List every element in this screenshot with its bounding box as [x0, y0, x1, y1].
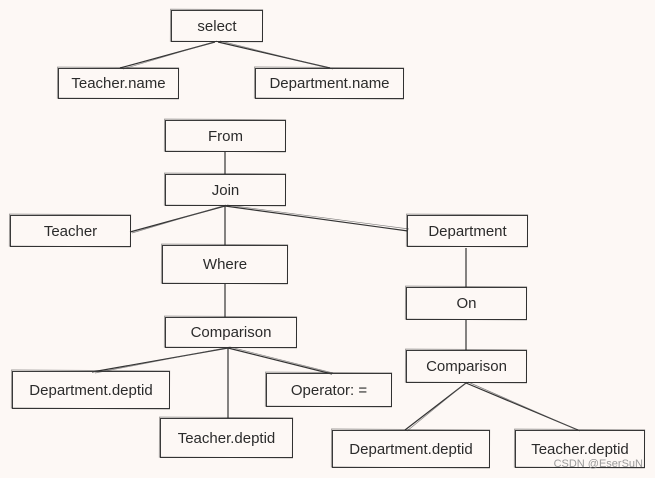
node-select: select [171, 10, 263, 42]
node-comparison-left: Comparison [165, 317, 297, 348]
node-from: From [165, 120, 286, 152]
node-comparison-right: Comparison [406, 350, 527, 383]
node-department-name: Department.name [255, 68, 404, 99]
node-dept-deptid-left: Department.deptid [12, 371, 170, 409]
edge-join-department-sketch [226, 204, 410, 230]
node-teacher-deptid-right: Teacher.deptid [515, 430, 645, 468]
node-teacher: Teacher [10, 215, 131, 247]
edge-select-department-name-sketch [219, 40, 334, 70]
node-department: Department [407, 215, 528, 247]
edge-comparison-operator [227, 347, 333, 375]
node-where: Where [162, 245, 288, 284]
node-teacher-name: Teacher.name [58, 68, 179, 99]
edge-comparison-right-dept-deptid-sketch [406, 381, 468, 432]
node-operator: Operator: = [266, 373, 392, 407]
edge-join-teacher-sketch [131, 204, 227, 234]
watermark: CSDN @EserSuN [553, 458, 643, 470]
node-dept-deptid-right: Department.deptid [332, 430, 490, 468]
node-teacher-deptid-left: Teacher.deptid [160, 418, 293, 458]
edge-comparison-right-teacher-deptid-sketch [467, 381, 581, 432]
node-join: Join [165, 174, 286, 206]
edge-select-teacher-name-sketch [122, 40, 218, 70]
edge-comparison-operator-sketch [229, 346, 334, 374]
edge-join-department [224, 205, 409, 232]
node-on: On [406, 287, 527, 320]
edge-comparison-dept-deptid-sketch [94, 346, 231, 374]
